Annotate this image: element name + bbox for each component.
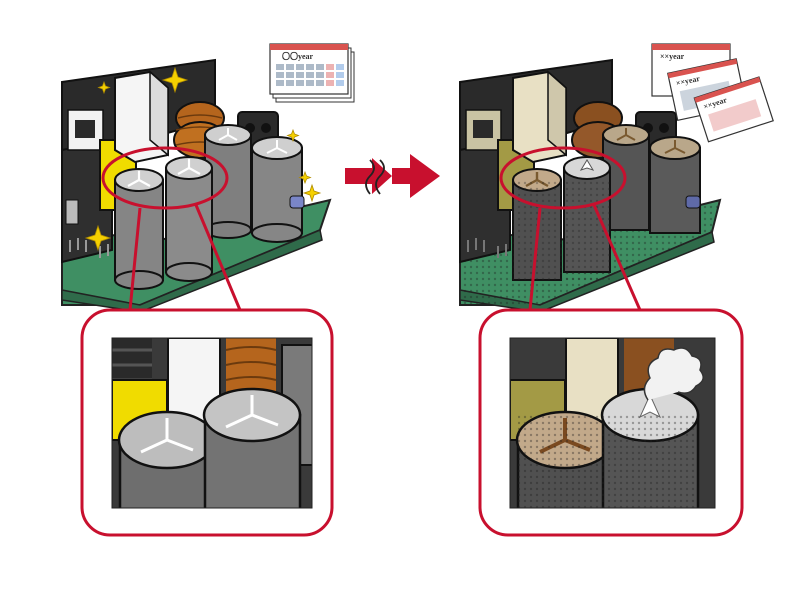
callout-connector-right xyxy=(528,204,642,311)
zoom-callout-new xyxy=(80,308,334,537)
calendar-icon: 〇〇year xyxy=(269,43,355,103)
smoke-icon xyxy=(643,347,704,401)
highlight-ellipse-aged xyxy=(499,146,627,210)
calendar-before-label: 〇〇year xyxy=(282,51,314,61)
callout-connector-left xyxy=(128,204,242,311)
calendar-stack-icon: ××year ××year ××year xyxy=(651,43,774,143)
sparkle-icon xyxy=(84,66,322,252)
calendar-after-label-1: ××year xyxy=(660,52,685,61)
aged-power-supply-scene xyxy=(459,58,722,313)
capacitor-back-right xyxy=(251,136,303,243)
capacitor-front-left xyxy=(114,168,164,290)
zoom-callout-aged xyxy=(478,308,744,537)
capacitor-front-right xyxy=(165,156,213,282)
highlight-ellipse-new xyxy=(101,146,229,210)
new-power-supply-scene xyxy=(61,58,332,313)
time-passes-arrow-icon xyxy=(345,154,440,198)
